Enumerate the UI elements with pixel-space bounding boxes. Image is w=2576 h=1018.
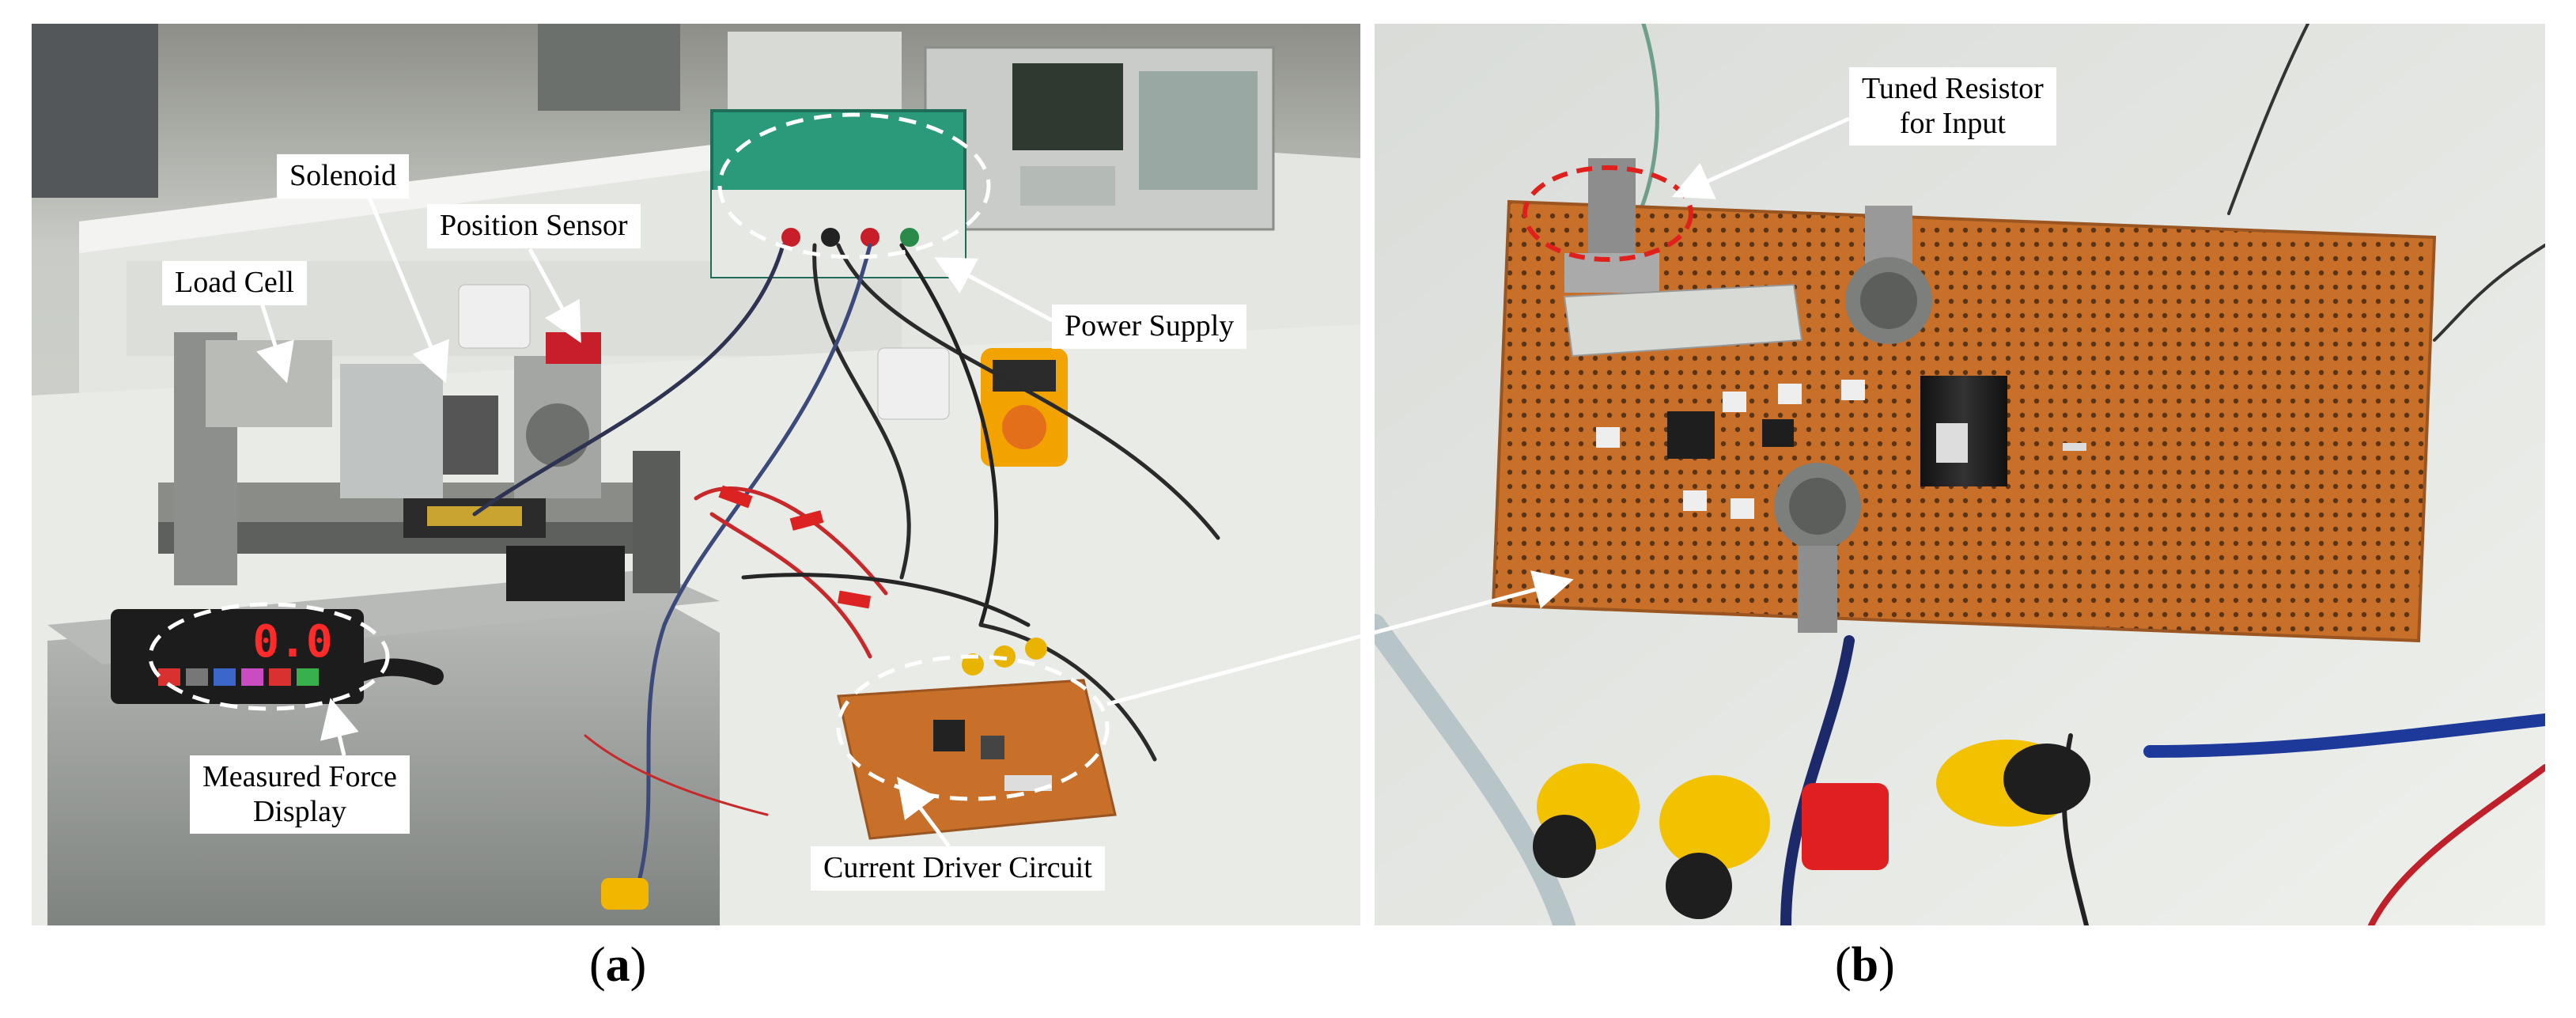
tuned-resistor-highlight-ellipse — [1523, 165, 1693, 262]
label-current-driver-circuit: Current Driver Circuit — [811, 846, 1105, 891]
label-measured-force-line2: Display — [252, 794, 347, 828]
label-measured-force-display: Measured Force Display — [190, 755, 410, 834]
position-sensor-arrow — [528, 248, 581, 343]
label-current-driver-text: Current Driver Circuit — [823, 851, 1092, 884]
label-tuned-resistor-line2: for Input — [1899, 106, 2006, 140]
caption-b: (b) — [1835, 937, 1895, 993]
driver-circuit-arrow — [897, 777, 951, 848]
force-display-highlight-ellipse — [148, 602, 390, 711]
force-display-arrow — [320, 698, 359, 756]
caption-b-close: ) — [1878, 938, 1895, 992]
caption-a-open: ( — [589, 938, 606, 992]
pcb-closeup-photo — [1375, 24, 2545, 925]
photo-panel-b: Tuned Resistor for Input — [1375, 24, 2545, 925]
photo-panel-a: 0.0 — [32, 24, 1360, 925]
label-power-supply-text: Power Supply — [1065, 309, 1235, 342]
power-supply-arrow — [934, 257, 1053, 323]
load-cell-arrow — [256, 300, 294, 384]
label-tuned-resistor-line1: Tuned Resistor — [1862, 72, 2044, 105]
label-solenoid-text: Solenoid — [289, 159, 397, 192]
caption-b-letter: b — [1851, 938, 1879, 992]
label-power-supply: Power Supply — [1052, 305, 1247, 349]
label-measured-force-line1: Measured Force — [202, 760, 397, 793]
label-load-cell: Load Cell — [162, 261, 307, 305]
caption-a-letter: a — [605, 938, 630, 992]
solenoid-arrow — [365, 193, 449, 384]
panel-b-annotations — [1523, 116, 1851, 262]
label-tuned-resistor: Tuned Resistor for Input — [1849, 67, 2056, 146]
panel-a-annotations — [148, 112, 1110, 848]
label-position-sensor-text: Position Sensor — [440, 209, 628, 242]
caption-a-close: ) — [630, 938, 647, 992]
label-position-sensor: Position Sensor — [427, 204, 641, 248]
caption-a: (a) — [589, 937, 646, 993]
label-load-cell-text: Load Cell — [175, 266, 294, 299]
force-display-reading: 0.0 — [252, 616, 332, 668]
caption-b-open: ( — [1835, 938, 1852, 992]
power-supply-highlight-ellipse — [717, 112, 991, 259]
tuned-resistor-arrow — [1671, 116, 1851, 199]
driver-circuit-highlight-ellipse — [836, 654, 1110, 801]
label-solenoid: Solenoid — [277, 154, 410, 199]
